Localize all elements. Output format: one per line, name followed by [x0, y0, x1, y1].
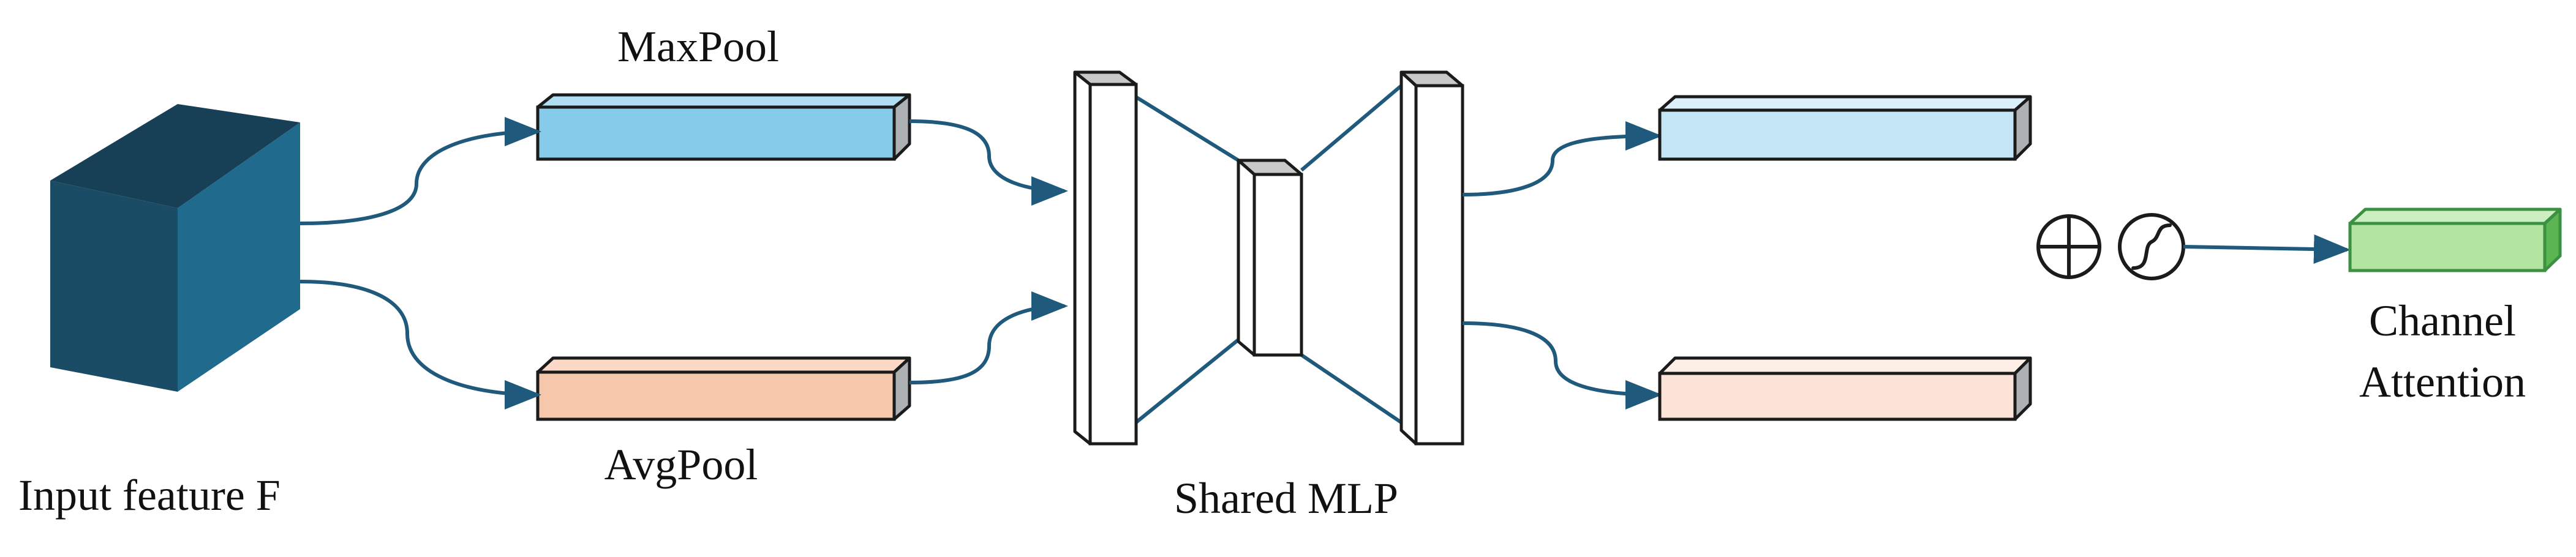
avgpool-output-bar-top — [1658, 356, 2032, 375]
circle-plus-icon — [2036, 214, 2101, 279]
cube-top-face — [50, 104, 300, 208]
avgpool-bar-top — [536, 356, 911, 374]
maxpool-output-bar-front — [1658, 108, 2017, 161]
input-feature-label: Input feature F — [18, 471, 281, 520]
mlp-output-layer — [1399, 70, 1464, 446]
maxpool-output-bar-top — [1658, 95, 2032, 112]
mlp-input-layer-side — [1073, 70, 1092, 446]
sigmoid-icon — [2118, 213, 2185, 280]
arrow-mlp-to-avgpool-output — [1462, 321, 1662, 409]
arrow-maxpool-to-mlp — [909, 119, 1068, 206]
mlp-hidden-layer-front — [1252, 173, 1303, 357]
mlp-hidden-layer-side — [1237, 159, 1256, 357]
mlp-input-layer — [1073, 70, 1138, 446]
mlp-output-layer-side — [1399, 70, 1418, 446]
mlp-line-top-right — [1300, 84, 1403, 172]
channel-attention-label-line1: Channel — [2369, 296, 2516, 345]
mlp-connections — [1117, 84, 1416, 433]
maxpool-label: MaxPool — [617, 22, 779, 71]
arrow-avgpool-to-mlp — [909, 291, 1068, 384]
channel-attention-bar-top — [2348, 207, 2562, 225]
avgpool-output-bar — [1658, 356, 2032, 421]
cube-side-face — [178, 122, 300, 392]
input-feature-cube — [50, 104, 300, 392]
avgpool-bar — [536, 356, 911, 421]
arrow-input-to-maxpool — [299, 117, 541, 225]
arrow-sigmoid-to-attention — [2183, 234, 2351, 264]
channel-attention-bar — [2348, 207, 2562, 272]
mlp-line-top-left — [1117, 84, 1240, 162]
arrow-input-to-avgpool — [299, 280, 541, 409]
cube-front-face — [50, 181, 178, 392]
maxpool-bar-top — [536, 93, 911, 109]
maxpool-bar-front — [536, 105, 896, 161]
arrow-mlp-to-maxpool-output — [1462, 121, 1662, 196]
mlp-output-layer-front — [1414, 84, 1464, 446]
maxpool-bar — [536, 93, 911, 161]
avgpool-label: AvgPool — [604, 440, 758, 489]
avgpool-output-bar-front — [1658, 372, 2017, 421]
maxpool-output-bar — [1658, 95, 2032, 161]
maxpool-bar-side — [892, 93, 911, 161]
channel-attention-label-line2: Attention — [2359, 357, 2526, 406]
avgpool-bar-front — [536, 370, 896, 421]
mlp-hidden-layer — [1237, 159, 1303, 357]
mlp-line-bottom-right — [1300, 353, 1416, 433]
shared-mlp-label: Shared MLP — [1174, 474, 1398, 523]
mlp-input-layer-front — [1088, 83, 1138, 446]
mlp-line-bottom-left — [1135, 338, 1240, 424]
channel-attention-bar-front — [2348, 222, 2547, 272]
